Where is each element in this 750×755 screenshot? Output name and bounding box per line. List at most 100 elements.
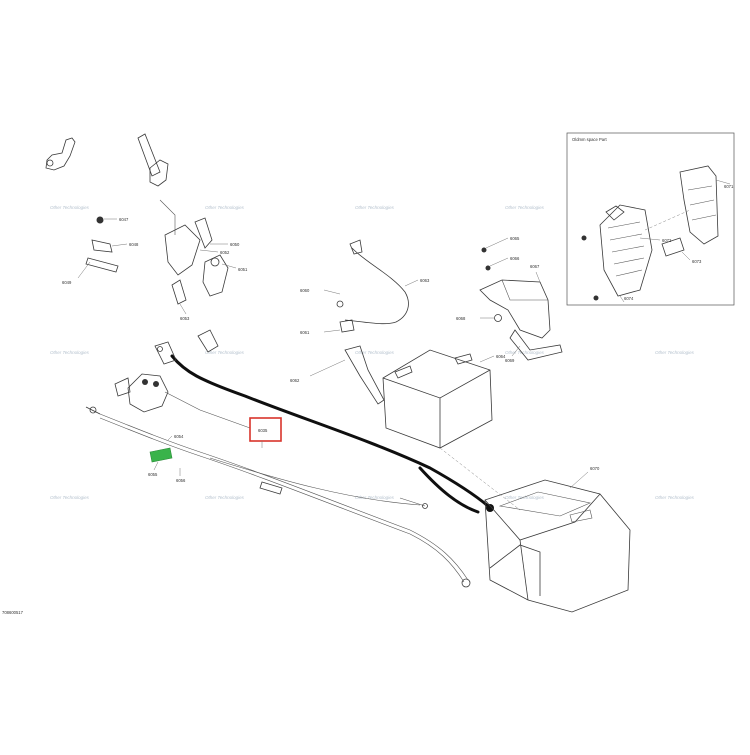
terminal-bolt [91, 239, 113, 253]
callout-6070: 6070 [590, 466, 600, 471]
mount-clip [661, 237, 685, 257]
hold-down-rod [344, 247, 409, 325]
callout-6072: 6072 [662, 238, 672, 243]
bracket-clip [45, 137, 76, 171]
fuse-box [599, 204, 653, 297]
leader-line [323, 329, 341, 333]
solenoid-post [142, 379, 148, 385]
clip-hole [46, 159, 54, 167]
tray-tab [569, 509, 593, 523]
inset-nut [593, 295, 599, 301]
leader-line [485, 237, 509, 249]
callout-6066: 6066 [510, 256, 520, 261]
leader-line [323, 289, 341, 295]
battery: 6064 [382, 349, 521, 511]
inset-nut [581, 235, 587, 241]
ground-cable-edge [99, 417, 465, 583]
small-bracket [171, 279, 187, 305]
upper-left-hardware [45, 133, 229, 353]
harness-ring [89, 406, 97, 414]
highlighted-callout[interactable]: 6035 [249, 417, 282, 448]
upper-left-callouts: 6047 6048 6049 6050 6051 6052 6053 [62, 217, 248, 321]
battery-tray: 6070 [484, 466, 631, 613]
ground-cable [99, 413, 469, 581]
watermark: Other Technologies [205, 350, 245, 355]
watermarks: Other Technologies Other Technologies Ot… [50, 205, 695, 500]
leader-line [535, 271, 541, 283]
callout-6053: 6053 [180, 316, 190, 321]
callout-6047: 6047 [119, 217, 129, 222]
fuse-cover [679, 165, 719, 245]
watermark: Other Technologies [355, 205, 395, 210]
callout-6071: 6071 [724, 184, 734, 189]
callout-6056: 6056 [176, 478, 186, 483]
bracket-foot [509, 329, 563, 361]
washer [336, 300, 344, 308]
starter-solenoid [114, 373, 251, 429]
leader-line [77, 261, 91, 279]
sub-harness [209, 457, 421, 506]
cable-end [85, 257, 119, 273]
watermark: Other Technologies [355, 495, 395, 500]
bracket-nut [494, 314, 502, 322]
inset-frame [566, 132, 735, 306]
cable-terminal [486, 504, 494, 512]
callout-6074: 6074 [624, 296, 634, 301]
bracket-inner [501, 279, 548, 301]
highlight-box[interactable] [249, 417, 282, 442]
callout-6063: 6063 [420, 278, 430, 283]
battery-terminal-pos [394, 365, 413, 379]
fuse-box-tab [605, 205, 625, 221]
tray-inner [498, 491, 591, 517]
leader-line [569, 471, 589, 489]
inset-title: Oldmm space Part [572, 137, 608, 142]
watermark: Other Technologies [505, 350, 545, 355]
callout-6062: 6062 [290, 378, 300, 383]
ground-harness: 6054 6055 6056 [85, 406, 471, 588]
fuse-cap [210, 257, 220, 267]
battery-top-edge [382, 369, 491, 399]
watermark: Other Technologies [205, 495, 245, 500]
cable-end-lug [154, 341, 177, 365]
relay-body [164, 224, 201, 276]
callout-6049: 6049 [62, 280, 72, 285]
switch-housing [149, 159, 169, 187]
battery-cable [154, 341, 494, 514]
leader-line [639, 237, 661, 241]
leader-line [479, 355, 495, 363]
cover-ribs [687, 185, 717, 221]
battery-terminal-neg [454, 353, 473, 365]
solenoid-wire [164, 391, 251, 429]
sub-harness-ring [422, 503, 428, 509]
solenoid-body [127, 373, 169, 413]
battery-hold-down: 6060 6061 6062 6063 [290, 239, 430, 405]
leader-line [309, 359, 346, 377]
battery-bracket: 6065 6066 6067 6068 6069 [456, 236, 563, 363]
green-clip [149, 447, 173, 463]
watermark: Other Technologies [50, 350, 90, 355]
leader-line [111, 243, 128, 247]
positive-cable [170, 354, 490, 508]
relay-arm [194, 217, 213, 249]
ground-ring-terminal [461, 578, 471, 588]
callout-6069: 6069 [505, 358, 515, 363]
callout-6067: 6067 [530, 264, 540, 269]
inset-panel: Oldmm space Part 6071 6072 6073 6074 [566, 132, 735, 306]
fuse-holder [202, 254, 229, 297]
tray-rim [484, 493, 601, 541]
callout-6073: 6073 [692, 259, 702, 264]
solenoid-bracket [114, 377, 131, 397]
leader-line [511, 345, 521, 357]
link-rod [159, 199, 176, 235]
callout-6060: 6060 [300, 288, 310, 293]
sub-harness-end [399, 497, 426, 507]
bolt-head [481, 247, 487, 253]
watermark: Other Technologies [50, 495, 90, 500]
rod-hook [349, 239, 363, 255]
leader-line [179, 303, 187, 315]
watermark: Other Technologies [50, 205, 90, 210]
fuse-slots [607, 221, 645, 277]
leader-line [153, 461, 159, 471]
